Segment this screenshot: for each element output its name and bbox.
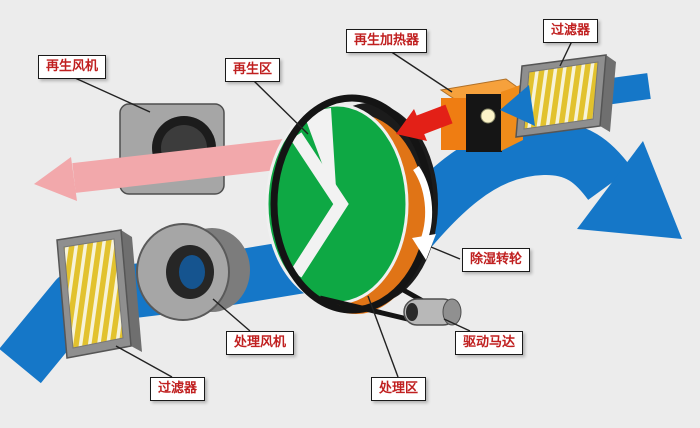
regen-supply-arrowhead xyxy=(500,85,535,126)
wheel-segment-chevron xyxy=(290,132,349,278)
filter-top-media xyxy=(523,61,599,130)
connector-filter-top xyxy=(559,40,573,67)
process-air-inlet-duct xyxy=(0,231,357,384)
motor-end-cap xyxy=(442,298,462,326)
motor-pulley xyxy=(406,303,418,321)
filter-bottom-side xyxy=(121,230,142,352)
label-regen-fan: 再生风机 xyxy=(38,55,107,79)
label-process-zone: 处理区 xyxy=(371,377,427,401)
hot-air-path xyxy=(416,104,453,135)
connector-process-zone xyxy=(367,295,399,378)
process-air-duct-path xyxy=(0,231,357,384)
label-process-fan: 处理风机 xyxy=(226,331,295,355)
hot-air-arrowhead xyxy=(396,109,427,141)
label-regen-heater: 再生加热器 xyxy=(346,29,428,53)
label-regen-zone: 再生区 xyxy=(225,58,281,82)
connector-regen-heater xyxy=(389,50,453,93)
belt-line-lower xyxy=(319,295,421,325)
process-fan-duct-view xyxy=(179,255,205,289)
filter-top-side xyxy=(600,55,616,132)
label-filter-top: 过滤器 xyxy=(543,19,599,43)
wheel-rotation-arrowhead xyxy=(412,234,436,260)
connector-process-fan xyxy=(212,298,251,332)
hot-air-arrow xyxy=(396,104,453,141)
connector-regen-zone xyxy=(252,79,309,135)
connector-regen-fan xyxy=(74,77,151,113)
filter-top-component xyxy=(515,54,616,138)
regen-air-supply-arrowhead xyxy=(500,85,535,126)
connector-dehumid-wheel xyxy=(430,246,461,260)
drive-motor-component xyxy=(319,284,462,326)
desiccant-wheel-component xyxy=(265,94,438,314)
label-drive-motor: 驱动马达 xyxy=(455,331,524,355)
filter-bottom-component xyxy=(56,229,142,359)
heater-indicator-lamp xyxy=(480,108,496,124)
regen-air-arrowhead xyxy=(34,157,77,201)
regen-air-path xyxy=(72,137,304,193)
label-connector-lines xyxy=(74,40,573,378)
label-dehumid-wheel: 除湿转轮 xyxy=(462,248,531,272)
regen-heater-component xyxy=(439,78,526,152)
regen-air-exhaust-arrow xyxy=(34,137,304,201)
connector-filter-bottom xyxy=(115,345,173,378)
filter-bottom-media xyxy=(63,238,124,349)
process-fan-component xyxy=(136,223,250,321)
outlet-arrowhead xyxy=(577,141,682,239)
wheel-rotation-arrow xyxy=(413,166,433,242)
label-filter-bottom: 过滤器 xyxy=(150,377,206,401)
heater-front-center xyxy=(466,94,502,152)
connector-drive-motor xyxy=(443,318,471,332)
